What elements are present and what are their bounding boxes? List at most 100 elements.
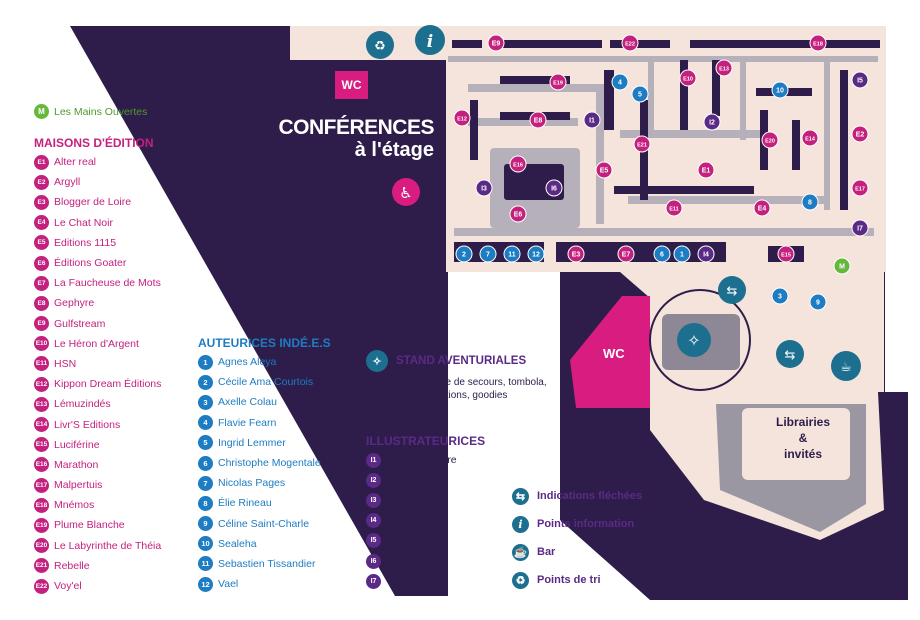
author-badge: 5 bbox=[198, 435, 213, 451]
stand-marker: E20 bbox=[761, 131, 779, 149]
publisher-badge: E15 bbox=[34, 437, 49, 453]
recycle-bin-icon bbox=[366, 31, 394, 59]
stand-marker-label: 2 bbox=[462, 252, 466, 259]
stand-marker: I7 bbox=[851, 219, 869, 237]
stand-marker-label: 8 bbox=[808, 200, 812, 207]
publisher-name: Rebelle bbox=[54, 559, 90, 572]
stand-marker: E11 bbox=[665, 199, 683, 217]
publisher-name: Le Héron d'Argent bbox=[54, 337, 139, 350]
stand-marker: I4 bbox=[697, 245, 715, 263]
stand-marker: 9 bbox=[809, 293, 827, 311]
publisher-name: Argyll bbox=[54, 176, 81, 189]
stand-marker: E5 bbox=[595, 161, 613, 179]
author-name: Axelle Colau bbox=[218, 396, 277, 409]
compass-icon: ✧ bbox=[366, 350, 388, 372]
svg-text:i: i bbox=[427, 32, 433, 52]
recycle-bin-icon: ♻ bbox=[512, 571, 529, 589]
author-name: Sebastien Tissandier bbox=[218, 557, 316, 570]
compass-icon bbox=[677, 323, 711, 357]
legend-row: ♻Points de tri bbox=[512, 566, 642, 594]
stand-marker-label: E8 bbox=[534, 118, 543, 125]
illustrator-name: Yaaryl bbox=[386, 555, 415, 568]
svg-text:☕: ☕ bbox=[840, 360, 852, 375]
stand-marker: E12 bbox=[453, 109, 471, 127]
publisher-badge: E11 bbox=[34, 356, 49, 372]
publisher-badge: E7 bbox=[34, 275, 49, 291]
info-icon bbox=[415, 25, 445, 55]
publisher-badge: E2 bbox=[34, 174, 49, 190]
stand-marker-label: I2 bbox=[709, 120, 715, 127]
stand-marker-label: E13 bbox=[719, 67, 729, 73]
wc-top-label: WC bbox=[335, 71, 368, 99]
stand-marker-label: I1 bbox=[589, 118, 595, 125]
stand-marker-label: 11 bbox=[508, 252, 516, 259]
stand-marker: I2 bbox=[703, 113, 721, 131]
author-badge: 8 bbox=[198, 495, 213, 511]
stand-marker: 10 bbox=[771, 81, 789, 99]
stand-marker-label: I6 bbox=[551, 186, 557, 193]
stand-marker: E9 bbox=[487, 34, 505, 52]
stand-marker-label: E21 bbox=[637, 143, 647, 149]
stand-marker-label: E9 bbox=[492, 41, 501, 48]
stand-marker: E16 bbox=[509, 155, 527, 173]
signpost-icon: ⇆ bbox=[512, 487, 529, 505]
stand-marker-label: E19 bbox=[553, 81, 563, 87]
publisher-name: Marathon bbox=[54, 458, 99, 471]
mains-ouvertes-badge: M bbox=[34, 104, 49, 119]
stand-marker-label: 7 bbox=[486, 252, 490, 259]
librairies-inner bbox=[742, 408, 850, 480]
stand-marker: E21 bbox=[633, 135, 651, 153]
publisher-badge: E14 bbox=[34, 417, 49, 433]
signpost-icon bbox=[776, 340, 804, 368]
publisher-badge: E10 bbox=[34, 336, 49, 352]
stand-title: STAND AVENTURIALES bbox=[396, 355, 527, 367]
stand-marker-label: E2 bbox=[856, 132, 865, 139]
illustrator-name: Lohran bbox=[386, 494, 419, 507]
librairies-label: Librairies & invités bbox=[764, 414, 842, 462]
author-badge: 6 bbox=[198, 455, 213, 471]
stand-marker-label: I4 bbox=[703, 252, 709, 259]
stand-marker: 8 bbox=[801, 193, 819, 211]
publisher-name: Voy'el bbox=[54, 580, 82, 593]
illustrators-heading: ILLUSTRATEURICES bbox=[366, 434, 486, 448]
stand-marker-label: 1 bbox=[680, 252, 684, 259]
illustrator-name: Rinz bbox=[386, 534, 408, 547]
publisher-name: La Faucheuse de Mots bbox=[54, 277, 161, 290]
stand-marker: E13 bbox=[715, 59, 733, 77]
stand-marker-label: 12 bbox=[532, 252, 540, 259]
illustrator-row: I5 Rinz bbox=[366, 531, 485, 551]
publisher-row: E7 La Faucheuse de Mots bbox=[34, 273, 161, 293]
author-badge: 3 bbox=[198, 394, 213, 410]
stand-marker: I3 bbox=[475, 179, 493, 197]
publisher-name: Gephyre bbox=[54, 297, 95, 310]
stand-marker: E8 bbox=[529, 111, 547, 129]
publisher-name: Plume Blanche bbox=[54, 519, 125, 532]
illustrator-badge: I5 bbox=[366, 533, 381, 549]
illustrator-badge: I1 bbox=[366, 452, 381, 468]
publisher-badge: E9 bbox=[34, 316, 49, 332]
authors-heading: AUTEURICES INDÉ.E.S bbox=[198, 336, 331, 350]
librairies-line1: Librairies bbox=[775, 415, 831, 429]
publisher-name: Éditions Goater bbox=[54, 257, 127, 270]
bottom-right-dark bbox=[820, 392, 908, 600]
stand-marker: E19 bbox=[549, 73, 567, 91]
cup-icon bbox=[831, 351, 861, 381]
wc-block bbox=[570, 296, 650, 408]
legend-row: ⇆Indications fléchées bbox=[512, 482, 642, 510]
author-name: Sealeha bbox=[218, 537, 257, 550]
publisher-badge: E1 bbox=[34, 154, 49, 170]
stand-marker: 12 bbox=[527, 245, 545, 263]
